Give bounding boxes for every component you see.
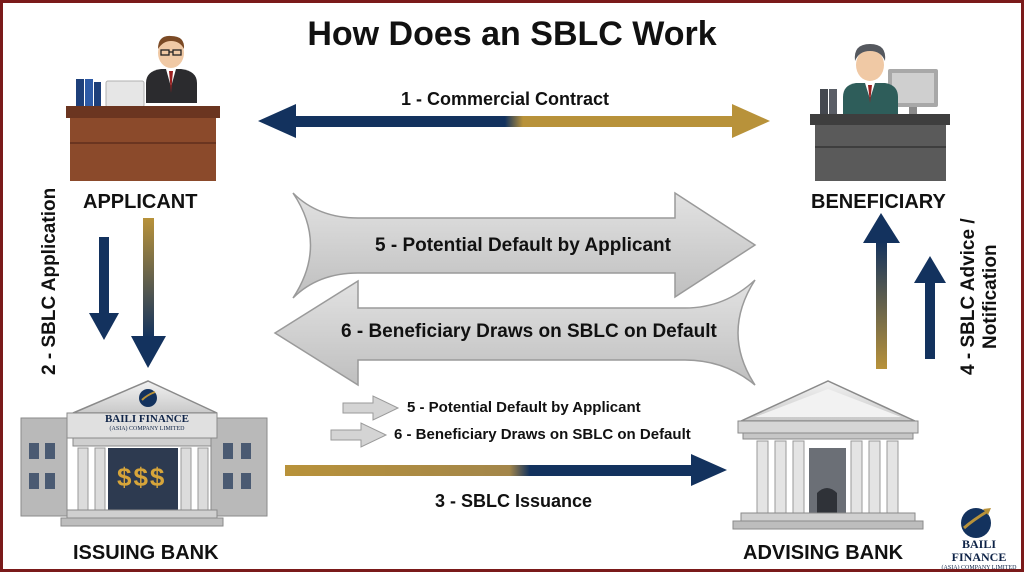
sblc-advice-label: 4 - SBLC Advice / Notification (958, 218, 1002, 375)
baili-finance-logo: BAILI FINANCE (ASIA) COMPANY LIMITED (938, 537, 1020, 571)
bank-sign-subtitle: (ASIA) COMPANY LIMITED (109, 426, 185, 432)
potential-default-band-label: 5 - Potential Default by Applicant (375, 235, 671, 256)
sblc-issuance-arrow (285, 454, 727, 486)
sblc-diagram-canvas (20, 35, 991, 538)
sblc-advice-arrow-navy (914, 256, 946, 359)
sblc-issuance-label: 3 - SBLC Issuance (435, 491, 593, 511)
sblc-advice-label-line1: 4 - SBLC Advice / (958, 218, 979, 375)
beneficiary-illustration (810, 44, 950, 181)
applicant-illustration (66, 35, 220, 181)
baili-finance-logo-mark (961, 508, 991, 538)
logo-subtitle: (ASIA) COMPANY LIMITED (941, 565, 1017, 571)
sblc-advice-arrow-gold (863, 213, 900, 369)
issuing-bank-label: ISSUING BANK (73, 542, 219, 564)
issuing-bank-sign: BAILI FINANCE (ASIA) COMPANY LIMITED (95, 413, 199, 433)
beneficiary-draws-band-label: 6 - Beneficiary Draws on SBLC on Default (341, 321, 717, 342)
potential-default-band-arrow (292, 191, 757, 299)
legend-arrow-6 (330, 422, 388, 448)
beneficiary-draws-band-arrow (273, 279, 756, 387)
commercial-contract-arrow (258, 104, 770, 138)
currency-symbols: $$$ (117, 462, 167, 492)
logo-name: BAILI FINANCE (951, 537, 1007, 564)
issuing-bank-building (20, 380, 268, 527)
legend-arrow-5 (342, 395, 400, 421)
sblc-advice-label-line2: Notification (980, 244, 1001, 349)
sblc-application-arrow-gold (131, 218, 166, 368)
advising-bank-building (732, 380, 924, 530)
beneficiary-label: BENEFICIARY (811, 191, 946, 213)
page-title: How Does an SBLC Work (307, 15, 717, 53)
bank-sign-name: BAILI FINANCE (104, 413, 190, 425)
legend-item-6: 6 - Beneficiary Draws on SBLC on Default (394, 426, 691, 443)
applicant-label: APPLICANT (83, 191, 198, 213)
commercial-contract-label: 1 - Commercial Contract (401, 89, 610, 109)
advising-bank-label: ADVISING BANK (743, 542, 904, 564)
sblc-application-arrow-navy (89, 237, 119, 340)
legend-item-5: 5 - Potential Default by Applicant (407, 399, 641, 416)
sblc-application-label: 2 - SBLC Application (39, 187, 60, 375)
